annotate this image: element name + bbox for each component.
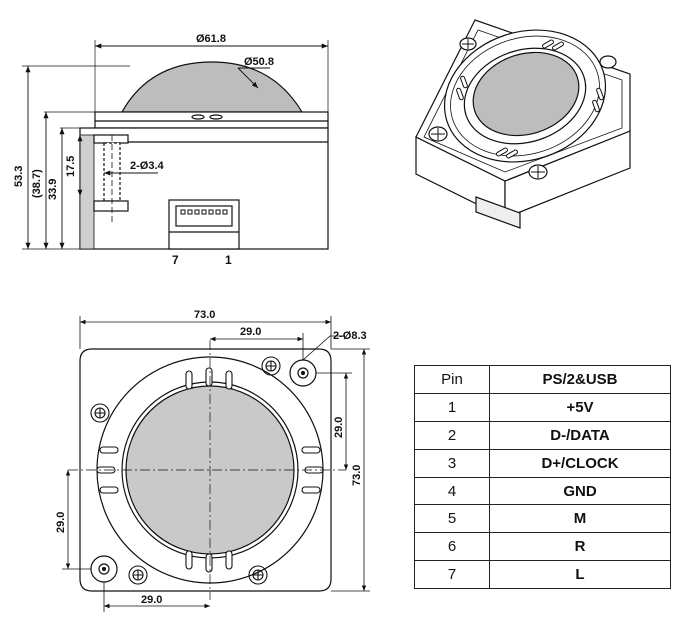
table-row: 5 M: [414, 504, 671, 534]
pin-signal: M: [489, 504, 671, 534]
dim-height: 73.0: [351, 465, 363, 486]
pin-number: 3: [414, 448, 490, 478]
table-row: 4 GND: [414, 476, 671, 506]
header-pin: Pin: [414, 365, 490, 394]
pin-signal: L: [489, 560, 671, 590]
pin-number: 4: [414, 476, 490, 506]
pin-number: 6: [414, 532, 490, 562]
table-row: 3 D+/CLOCK: [414, 448, 671, 478]
side-view: [22, 40, 329, 250]
pin-signal: GND: [489, 476, 671, 506]
pin-signal: D+/CLOCK: [489, 448, 671, 478]
dim-holes: 2-Ø3.4: [130, 160, 165, 172]
pin-signal: +5V: [489, 392, 671, 422]
connector-pin-left: 7: [172, 253, 179, 267]
mount-holes: [90, 359, 317, 583]
pin-table: Pin PS/2&USB 1 +5V 2 D-/DATA 3 D+/CLOCK …: [414, 365, 671, 590]
pin-number: 2: [414, 420, 490, 450]
ball-dome: [120, 61, 304, 113]
pin-signal: D-/DATA: [489, 420, 671, 450]
dim-width: 73.0: [194, 309, 215, 321]
dim-ball: Ø50.8: [244, 56, 274, 68]
dim-height-ref: (38.7): [31, 169, 43, 198]
dim-right-offset: 29.0: [333, 417, 345, 438]
dim-mount-holes: 2-Ø8.3: [333, 330, 367, 342]
dim-top-offset: 29.0: [240, 326, 261, 338]
dim-overall-height: 53.3: [13, 166, 25, 187]
dim-hole-depth: 17.5: [65, 156, 77, 177]
pin-table-header: Pin PS/2&USB: [414, 365, 671, 394]
dim-bottom-offset: 29.0: [141, 594, 162, 606]
iso-screws: [428, 37, 617, 180]
iso-ball: [472, 51, 580, 137]
top-view: [62, 316, 370, 612]
table-row: 1 +5V: [414, 392, 671, 422]
top-screws: [90, 356, 281, 585]
header-signal: PS/2&USB: [489, 365, 671, 394]
dim-top-width: Ø61.8: [196, 33, 226, 45]
mount-hole-section: [79, 134, 95, 250]
isometric-view: [415, 19, 631, 229]
table-row: 6 R: [414, 532, 671, 562]
pin-signal: R: [489, 532, 671, 562]
top-bezel: [94, 111, 329, 129]
connector-pin-right: 1: [225, 253, 232, 267]
table-row: 2 D-/DATA: [414, 420, 671, 450]
pin-number: 7: [414, 560, 490, 590]
table-row: 7 L: [414, 560, 671, 590]
dim-left-offset: 29.0: [55, 512, 67, 533]
pin-number: 1: [414, 392, 490, 422]
dim-body-height: 33.9: [47, 179, 59, 200]
pin-number: 5: [414, 504, 490, 534]
